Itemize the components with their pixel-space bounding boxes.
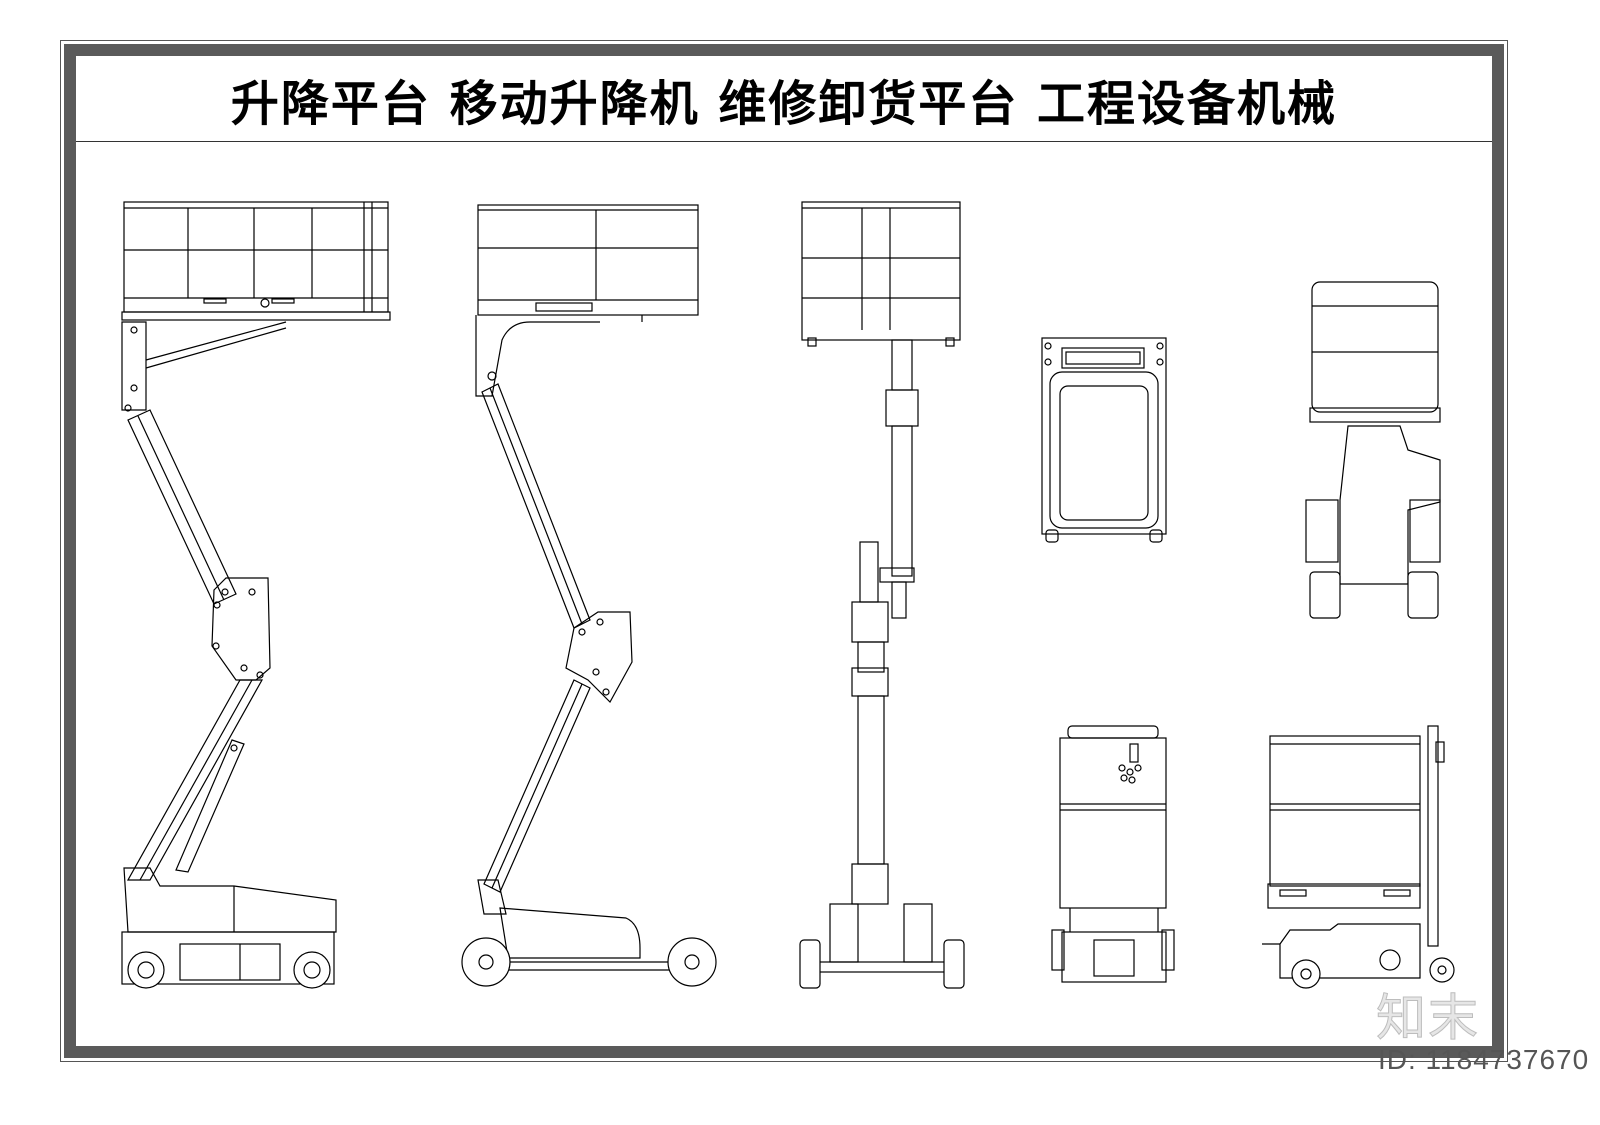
boom-lift-1 xyxy=(121,201,391,989)
watermark-logo: 知末 xyxy=(1376,989,1480,1048)
mast-lift xyxy=(799,201,965,989)
compact-lift-side xyxy=(1262,725,1455,989)
title-bar: 升降平台 移动升降机 维修卸货平台 工程设备机械 xyxy=(76,56,1492,142)
boom-lift-2 xyxy=(461,204,717,987)
drawing-frame xyxy=(64,44,1504,1058)
page-title: 升降平台 移动升降机 维修卸货平台 工程设备机械 xyxy=(230,75,1338,132)
compact-lift-front xyxy=(1051,725,1175,983)
lift-rear-view xyxy=(1305,281,1441,619)
outer-frame xyxy=(60,40,1508,1062)
drawing-area xyxy=(121,201,1455,989)
lift-plan-view xyxy=(1041,337,1167,543)
asset-id-label: ID: 1184737670 xyxy=(1378,1044,1590,1075)
